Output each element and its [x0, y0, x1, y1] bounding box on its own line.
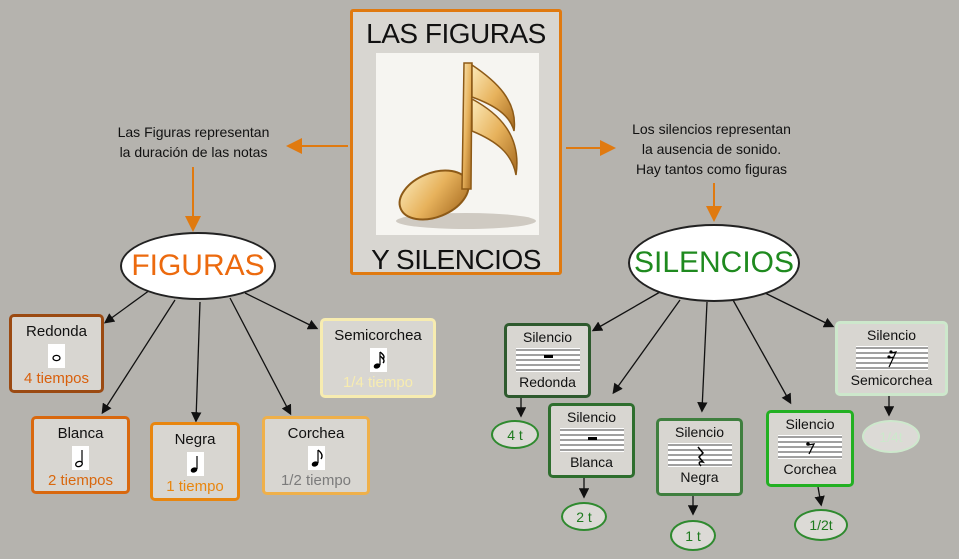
half-note-icon [72, 446, 89, 470]
quarter-note-icon [186, 452, 204, 476]
time-pill-1-2t: 1/2t [794, 509, 848, 541]
figura-blanca: Blanca 2 tiempos [31, 416, 130, 494]
figura-negra: Negra 1 tiempo [150, 422, 240, 501]
time-pill-2t: 2 t [561, 502, 607, 531]
quarter-rest-icon [667, 443, 732, 467]
silencios-description: Los silencios representan la ausencia de… [632, 121, 791, 177]
sixteenth-note-icon [396, 62, 536, 229]
title-box: LAS FIGURAS Y SILENCIOS [350, 9, 562, 275]
title-top: LAS FIGURAS [366, 18, 546, 49]
silencio-negra: Silencio Negra [656, 418, 743, 496]
figuras-oval: FIGURAS [120, 232, 276, 300]
figuras-description: Las Figuras representan la duración de l… [117, 124, 270, 160]
silencio-redonda: Silencio Redonda [504, 323, 591, 398]
time-pill-4t: 4 t [491, 420, 539, 449]
eighth-rest-icon [778, 435, 842, 459]
title-bottom: Y SILENCIOS [371, 244, 541, 275]
silencios-oval: SILENCIOS [628, 224, 800, 302]
silencio-corchea: Silencio Corchea [766, 410, 854, 487]
eighth-note-icon [307, 446, 325, 470]
music-note-image [376, 53, 539, 235]
figura-corchea: Corchea 1/2 tiempo [262, 416, 370, 495]
time-pill-1t: 1 t [670, 520, 716, 551]
sixteenth-rest-icon [855, 346, 928, 370]
sixteenth-note-icon [369, 348, 387, 372]
silencio-semicorchea: Silencio Semicorchea [835, 321, 948, 396]
silencio-blanca: Silencio Blanca [548, 403, 635, 478]
time-pill-1-4t: 1/4t [862, 420, 920, 453]
figura-redonda: Redonda 4 tiempos [9, 314, 104, 393]
figura-semicorchea: Semicorchea 1/4 tiempo [320, 318, 436, 398]
whole-note-icon [48, 344, 65, 368]
whole-rest-icon [515, 348, 580, 372]
half-rest-icon [559, 428, 624, 452]
